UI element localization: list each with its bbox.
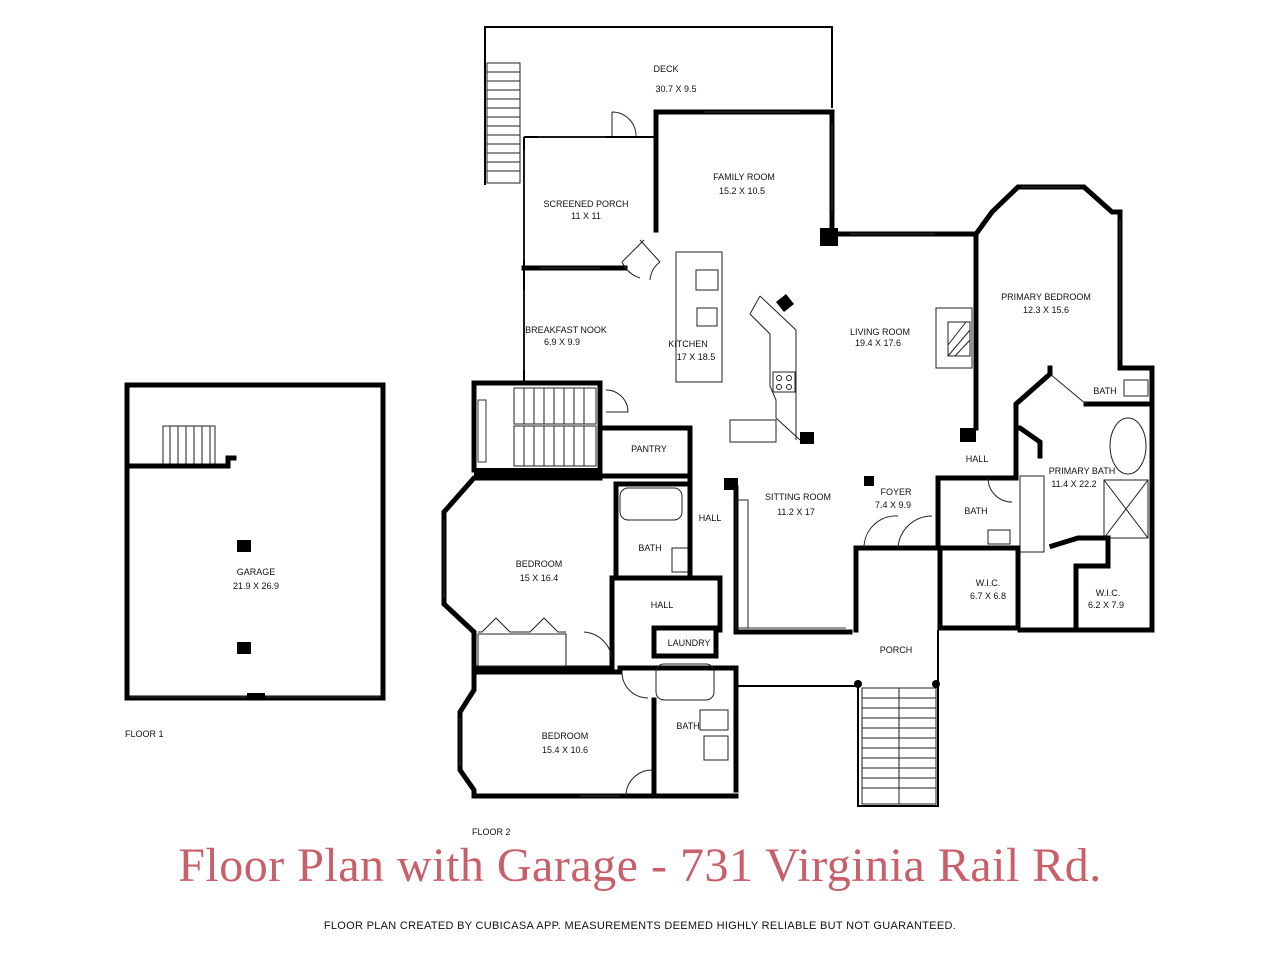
deck-structure [484, 26, 833, 185]
wic1-dims: 6.7 X 6.8 [970, 591, 1006, 601]
bath-foyer-name: BATH [964, 506, 987, 516]
garage-structure [124, 382, 386, 701]
garage-column-2 [237, 642, 251, 654]
garage-dims: 21.9 X 26.9 [233, 581, 279, 591]
foyer-name: FOYER [880, 487, 912, 497]
kitchen-name: KITCHEN [668, 339, 708, 349]
hall-lower-name: HALL [651, 600, 674, 610]
bedroom1-dims: 15 X 16.4 [520, 573, 559, 583]
bath-primary-wc-name: BATH [1093, 386, 1116, 396]
garage-stairs [169, 426, 211, 466]
garage-column-1 [237, 540, 251, 552]
porch-name: PORCH [880, 645, 913, 655]
kitchen-island [675, 251, 723, 383]
kitchen-dims: 17 X 18.5 [677, 352, 716, 362]
main-stairs [477, 387, 597, 467]
garage-name: GARAGE [237, 567, 276, 577]
living-room-dims: 19.4 X 17.6 [855, 338, 901, 348]
primary-bath-dims: 11.4 X 22.2 [1051, 479, 1096, 489]
screened-porch-name: SCREENED PORCH [543, 199, 628, 209]
porch-stairs [862, 688, 936, 804]
main-walls [441, 109, 1155, 807]
floor-1-label: FLOOR 1 [125, 729, 164, 739]
laundry-name: LAUNDRY [668, 638, 711, 648]
primary-bedroom-dims: 12.3 X 15.6 [1023, 305, 1069, 315]
foyer-dims: 7.4 X 9.9 [875, 500, 911, 510]
bedroom2-name: BEDROOM [542, 731, 589, 741]
wic2-name: W.I.C. [1096, 588, 1121, 598]
hall-main-name: HALL [966, 454, 989, 464]
living-room-name: LIVING ROOM [850, 327, 910, 337]
breakfast-nook-dims: 6.9 X 9.9 [544, 337, 580, 347]
family-room-dims: 15.2 X 10.5 [719, 186, 765, 196]
primary-bathtub [1109, 417, 1147, 475]
sitting-room-dims: 11.2 X 17 [777, 507, 815, 517]
page-title: Floor Plan with Garage - 731 Virginia Ra… [178, 839, 1102, 892]
primary-bedroom-name: PRIMARY BEDROOM [1001, 292, 1091, 302]
hall-bedrooms-name: HALL [699, 513, 722, 523]
family-room-name: FAMILY ROOM [713, 172, 775, 182]
deck-name: DECK [653, 64, 678, 74]
pantry-name: PANTRY [631, 444, 667, 454]
deck-stairs [487, 71, 520, 172]
bedroom2-dims: 15.4 X 10.6 [542, 745, 588, 755]
breakfast-nook-name: BREAKFAST NOOK [525, 325, 607, 335]
disclaimer-text: FLOOR PLAN CREATED BY CUBICASA APP. MEAS… [323, 920, 957, 932]
fireplace [935, 307, 973, 369]
primary-bath-name: PRIMARY BATH [1049, 466, 1116, 476]
floor-2-label: FLOOR 2 [472, 827, 511, 837]
bedroom1-name: BEDROOM [516, 559, 563, 569]
bath-bedroom1-name: BATH [638, 543, 661, 553]
screened-porch-dims: 11 X 11 [571, 211, 601, 221]
primary-shower [1103, 479, 1149, 539]
wic2-dims: 6.2 X 7.9 [1088, 600, 1124, 610]
wic1-name: W.I.C. [976, 578, 1001, 588]
bath-bedroom2-name: BATH [676, 721, 699, 731]
room-labels: DECK 30.7 X 9.5 FAMILY ROOM 15.2 X 10.5 … [125, 64, 1124, 837]
deck-dims: 30.7 X 9.5 [655, 84, 696, 94]
sitting-room-name: SITTING ROOM [765, 492, 831, 502]
